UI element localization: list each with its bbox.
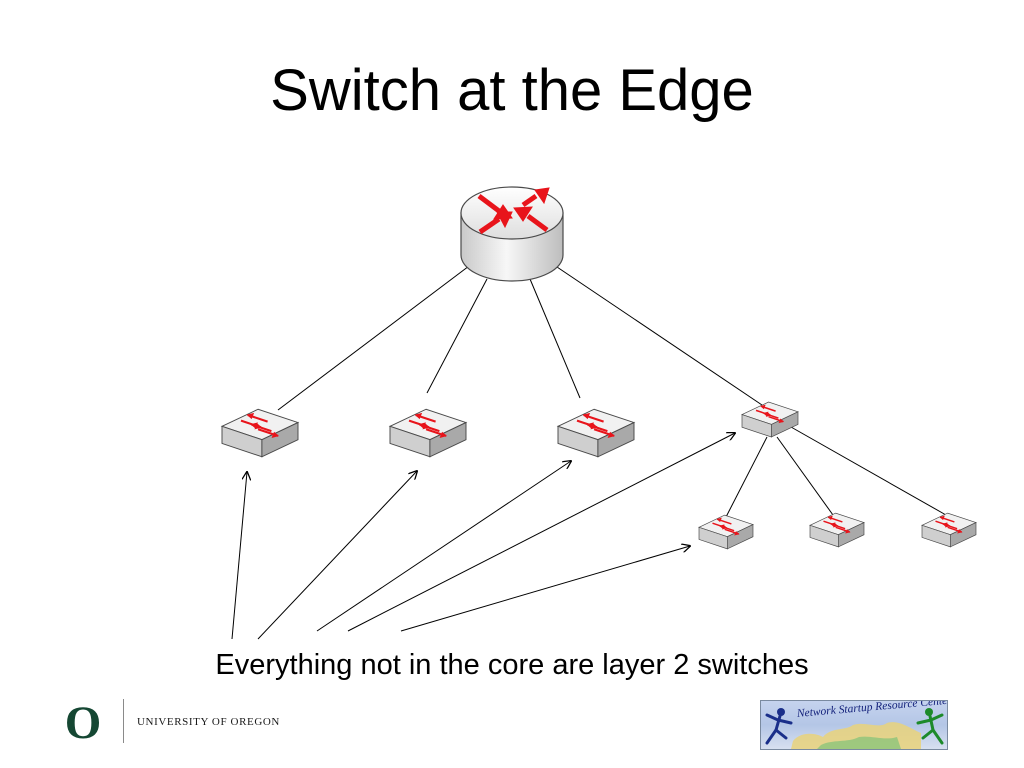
caption-arrow-switch-2: [257, 471, 417, 640]
runner-right-icon: [916, 708, 944, 745]
caption-arrow-switch-1: [231, 472, 247, 640]
core-router-icon: [460, 186, 564, 282]
switch-4b-icon: [809, 512, 865, 548]
slide-title: Switch at the Edge: [270, 58, 754, 123]
link-switch-4-switch-4c: [790, 426, 947, 516]
caption-arrow-switch-4a: [400, 546, 690, 632]
university-name: UNIVERSITY OF OREGON: [137, 716, 280, 728]
caption-arrow-switch-4: [347, 433, 735, 632]
link-router-switch-2: [426, 278, 488, 394]
link-router-switch-1: [277, 262, 474, 411]
switch-1-icon: [220, 408, 300, 458]
caption-arrow-switch-3: [316, 461, 571, 632]
switch-4-icon: [741, 401, 799, 438]
link-router-switch-4: [556, 266, 763, 406]
nsrc-logo-banner: Network Startup Resource Center: [760, 700, 948, 750]
link-switch-4-switch-4a: [725, 436, 768, 518]
university-o-logo: O: [65, 701, 102, 741]
switch-4a-icon: [698, 514, 754, 550]
footer-divider: [123, 699, 124, 743]
world-map-icon: [765, 708, 944, 749]
switch-2-icon: [388, 408, 468, 458]
switch-4c-icon: [921, 512, 977, 548]
link-router-switch-3: [529, 278, 581, 399]
runner-left-icon: [765, 708, 793, 745]
link-switch-4-switch-4b: [776, 436, 834, 516]
logo-letter: O: [65, 701, 102, 741]
switch-3-icon: [556, 408, 636, 458]
diagram-caption: Everything not in the core are layer 2 s…: [215, 649, 809, 681]
